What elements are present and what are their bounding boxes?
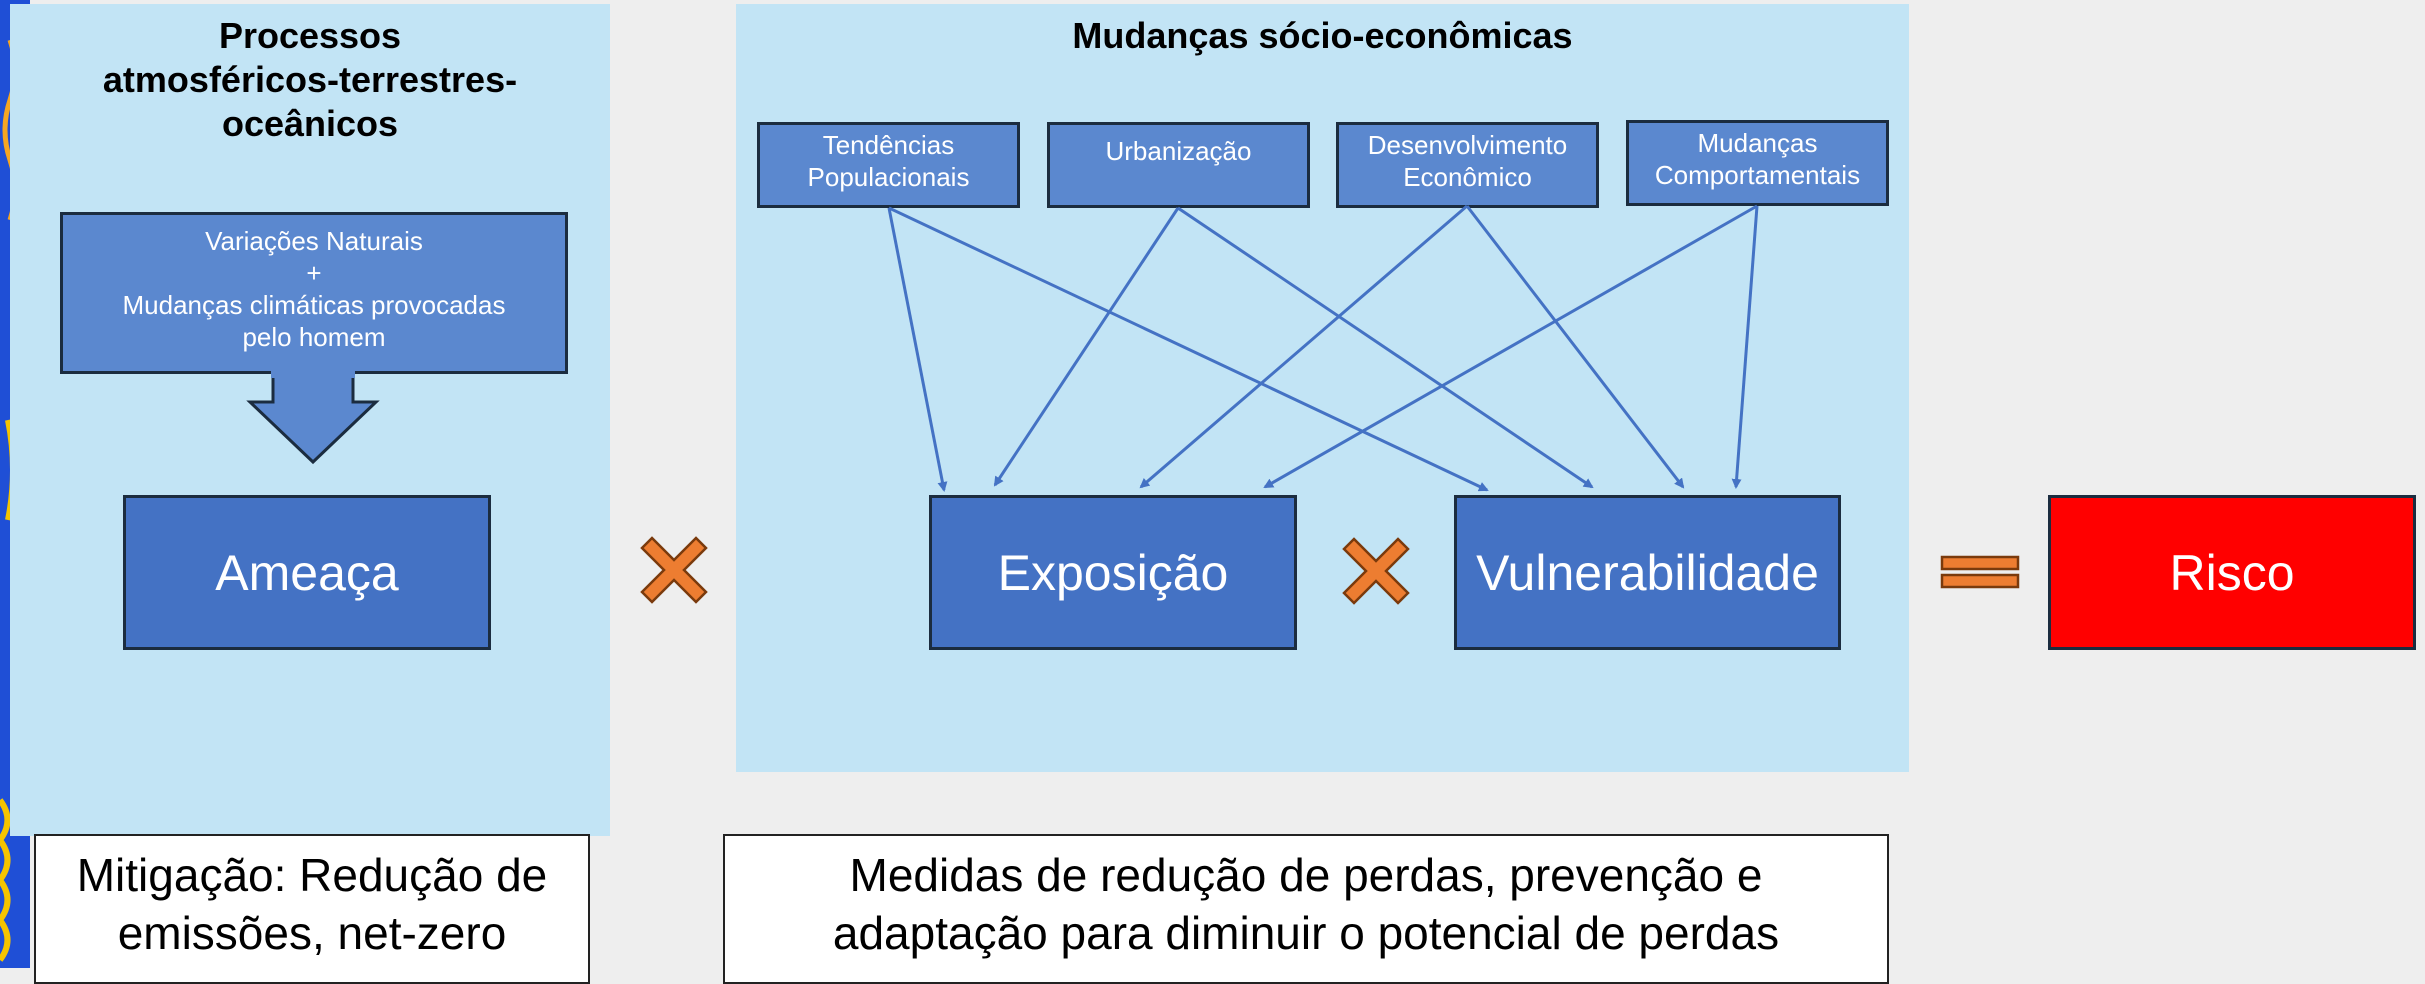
vulnerability-box: Vulnerabilidade <box>1454 495 1841 650</box>
mitigation-box: Mitigação: Redução de emissões, net-zero <box>34 834 590 984</box>
left-panel-title: Processos atmosféricos-terrestres- oceân… <box>102 15 518 144</box>
right-panel-title: Mudanças sócio-econômicas <box>1072 15 1573 56</box>
driver-urbanization: Urbanização <box>1047 122 1310 208</box>
arrow-behaviour-exposure <box>1263 204 1758 489</box>
exposure-box: Exposição <box>929 495 1297 650</box>
equals-icon <box>1940 555 2020 589</box>
multiply-icon <box>1342 537 1410 605</box>
risk-box: Risco <box>2048 495 2416 650</box>
arrow-population-vulnerability <box>888 206 1489 492</box>
arrow-economic-vulnerability <box>1465 205 1685 489</box>
hazard-box: Ameaça <box>123 495 491 650</box>
driver-behavioural-changes: Mudanças Comportamentais <box>1626 120 1889 206</box>
source-box: Variações Naturais + Mudanças climáticas… <box>60 212 568 374</box>
multiply-icon <box>640 536 708 604</box>
driver-economic-development: Desenvolvimento Econômico <box>1336 122 1599 208</box>
arrow-urbanization-vulnerability <box>1177 206 1594 489</box>
driver-population: Tendências Populacionais <box>757 122 1020 208</box>
driver-arrows <box>887 204 1759 492</box>
arrow-behaviour-vulnerability <box>1731 205 1759 489</box>
arrow-economic-exposure <box>1139 204 1468 489</box>
arrow-population-exposure <box>887 207 948 492</box>
arrow-urbanization-exposure <box>993 207 1180 487</box>
down-arrow-icon <box>246 372 380 465</box>
